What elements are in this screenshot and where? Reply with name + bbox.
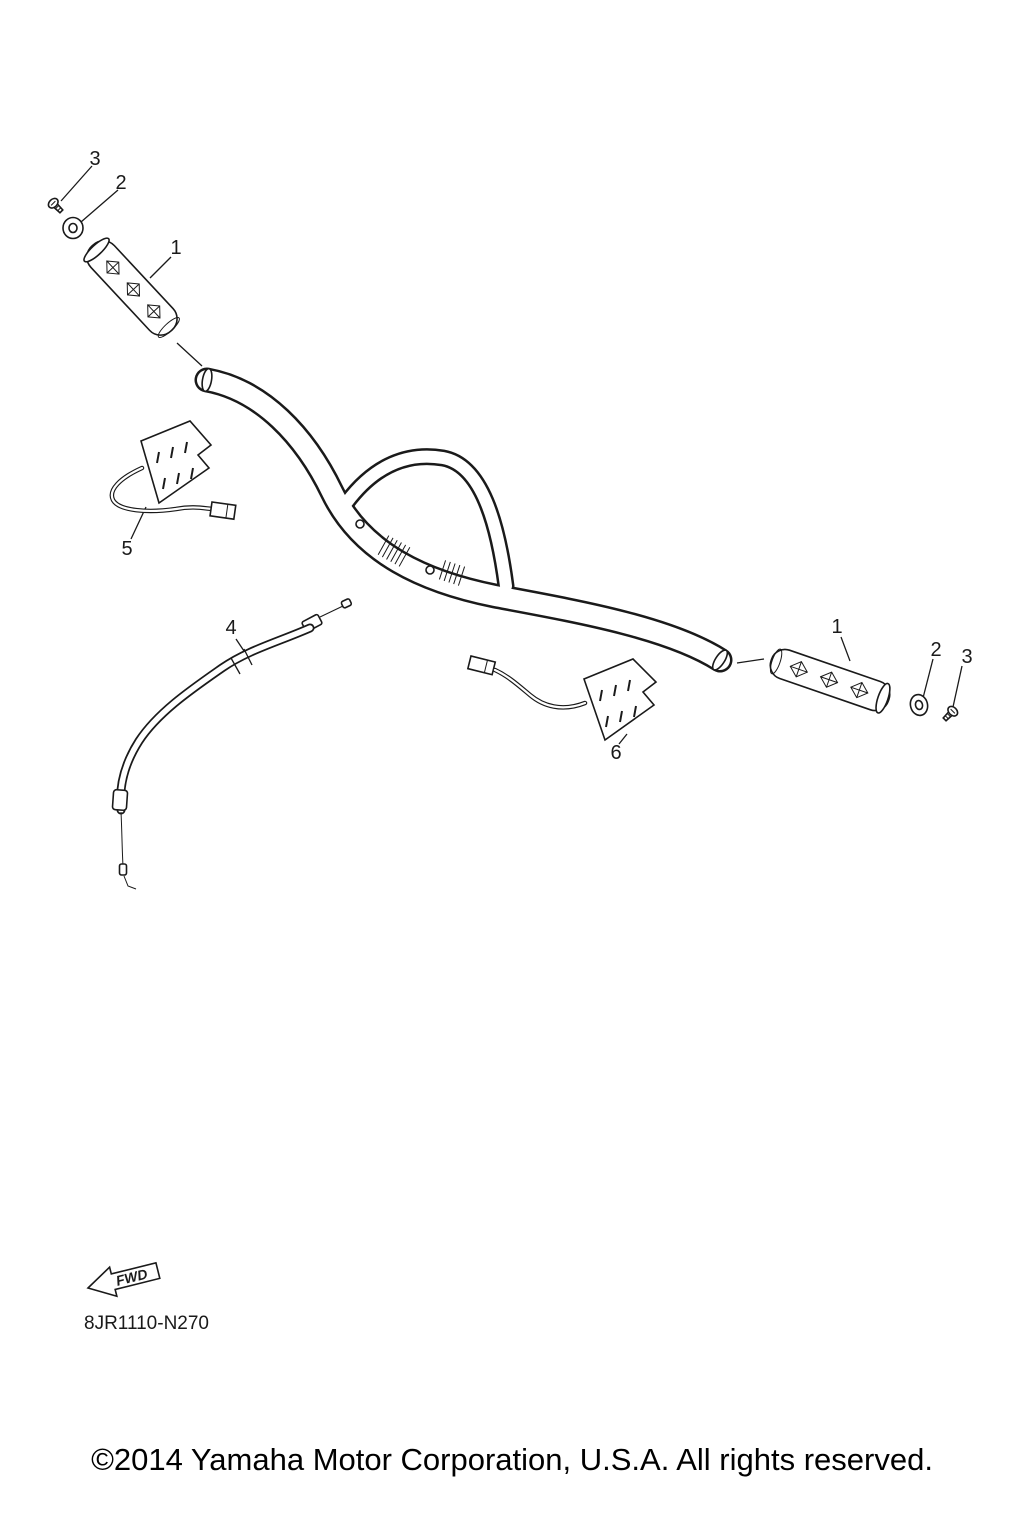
cable-end-barrel [118, 863, 128, 876]
cable-adjuster [243, 648, 253, 666]
assembly-line-right [736, 658, 765, 664]
cable-housing [116, 623, 315, 815]
callout-3-right-screw: 3 [961, 646, 972, 668]
throttle-cable [111, 598, 353, 890]
cable-ferrule [111, 788, 129, 812]
leader-lines [60, 165, 963, 745]
callout-1-right-grip: 1 [831, 616, 842, 638]
grip-warmer-right [466, 655, 658, 742]
knurl-marks-left [377, 535, 411, 567]
fwd-arrow: FWD [86, 1261, 161, 1298]
callout-3-left-screw: 3 [89, 148, 100, 170]
handlebar-brace-fill [341, 450, 512, 592]
washer-right [909, 693, 929, 717]
fwd-label: FWD [114, 1266, 149, 1289]
grip-right [769, 648, 891, 714]
handlebar-tube-fill [197, 370, 730, 670]
grip-right-assembly [769, 648, 959, 722]
warmer-pad-left [140, 420, 213, 505]
handlebar [194, 367, 733, 673]
cable-adjuster [230, 657, 241, 675]
warmer-pad-right [582, 658, 658, 742]
screw-right [942, 705, 959, 722]
warmer-connector-left [209, 501, 237, 521]
warmer-pad-left-slits [156, 441, 194, 490]
grip-left [83, 237, 180, 338]
mount-hole [425, 565, 435, 575]
part-number: 8JR1110-N270 [84, 1313, 209, 1334]
washer-left [62, 216, 84, 240]
callout-2-right-washer: 2 [930, 639, 941, 661]
leader-line [60, 165, 93, 202]
grip-texture [106, 260, 161, 319]
fwd-arrow-shape [86, 1261, 161, 1298]
handlebar-end-left [201, 367, 213, 393]
grip-flange [875, 682, 891, 714]
grip-open-end [769, 648, 783, 675]
cable-hook-tip [123, 875, 137, 890]
screw-left [47, 197, 64, 214]
grip-flange [83, 237, 110, 263]
copyright-text: ©2014 Yamaha Motor Corporation, U.S.A. A… [91, 1442, 933, 1477]
knurl-marks-right [438, 560, 466, 586]
cable-inner-wire [120, 811, 124, 867]
callout-4-cable: 4 [225, 617, 236, 639]
leader-line [952, 665, 963, 708]
assembly-line-left [176, 342, 203, 367]
leader-line [922, 658, 934, 699]
callout-2-left-washer: 2 [115, 172, 126, 194]
grip-warmer-left [109, 420, 237, 521]
callout-1-left-grip: 1 [170, 237, 181, 259]
callouts: 3 2 1 5 4 1 2 3 6 [89, 148, 972, 764]
leader-line [618, 733, 628, 745]
cable-tip-barrel [340, 598, 353, 609]
leader-line [80, 189, 119, 223]
warmer-connector-right [466, 655, 497, 676]
handlebar-end-right [711, 649, 729, 671]
leader-line [149, 256, 172, 279]
warmer-pad-right-slits [599, 679, 637, 728]
leader-line [840, 636, 851, 662]
mount-hole [355, 519, 365, 529]
callout-5-left-warmer: 5 [121, 538, 132, 560]
grip-texture [789, 661, 869, 699]
callout-6-right-warmer: 6 [610, 742, 621, 764]
grip-left-assembly [47, 197, 180, 338]
